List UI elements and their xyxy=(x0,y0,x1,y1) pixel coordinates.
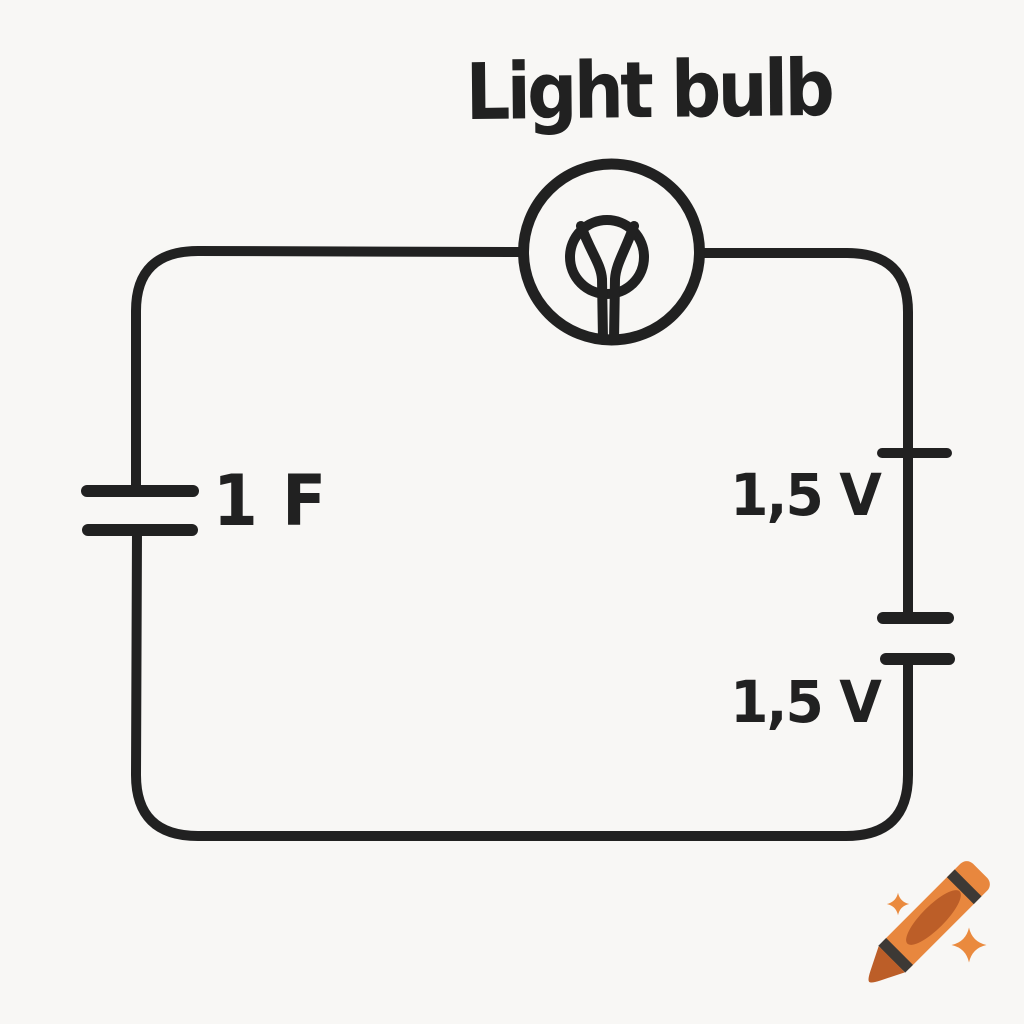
crayon-stripes xyxy=(878,869,982,973)
wire-top-left xyxy=(131,246,528,497)
diagram-title: Light bulb xyxy=(465,43,832,139)
sparkle-icons xyxy=(886,892,987,963)
light-bulb-filament-right xyxy=(609,221,639,345)
light-bulb-filament-left xyxy=(576,221,608,345)
battery2-value-label: 1,5 V xyxy=(730,668,882,736)
crayon-icon xyxy=(868,861,990,983)
circuit-ink xyxy=(81,158,955,841)
wire-left-bottom-right xyxy=(131,526,913,841)
crayon-tip xyxy=(868,890,961,983)
wire-right-top xyxy=(695,248,913,622)
capacitor-value-label: 1 F xyxy=(213,460,327,542)
battery1-value-label: 1,5 V xyxy=(730,461,882,529)
